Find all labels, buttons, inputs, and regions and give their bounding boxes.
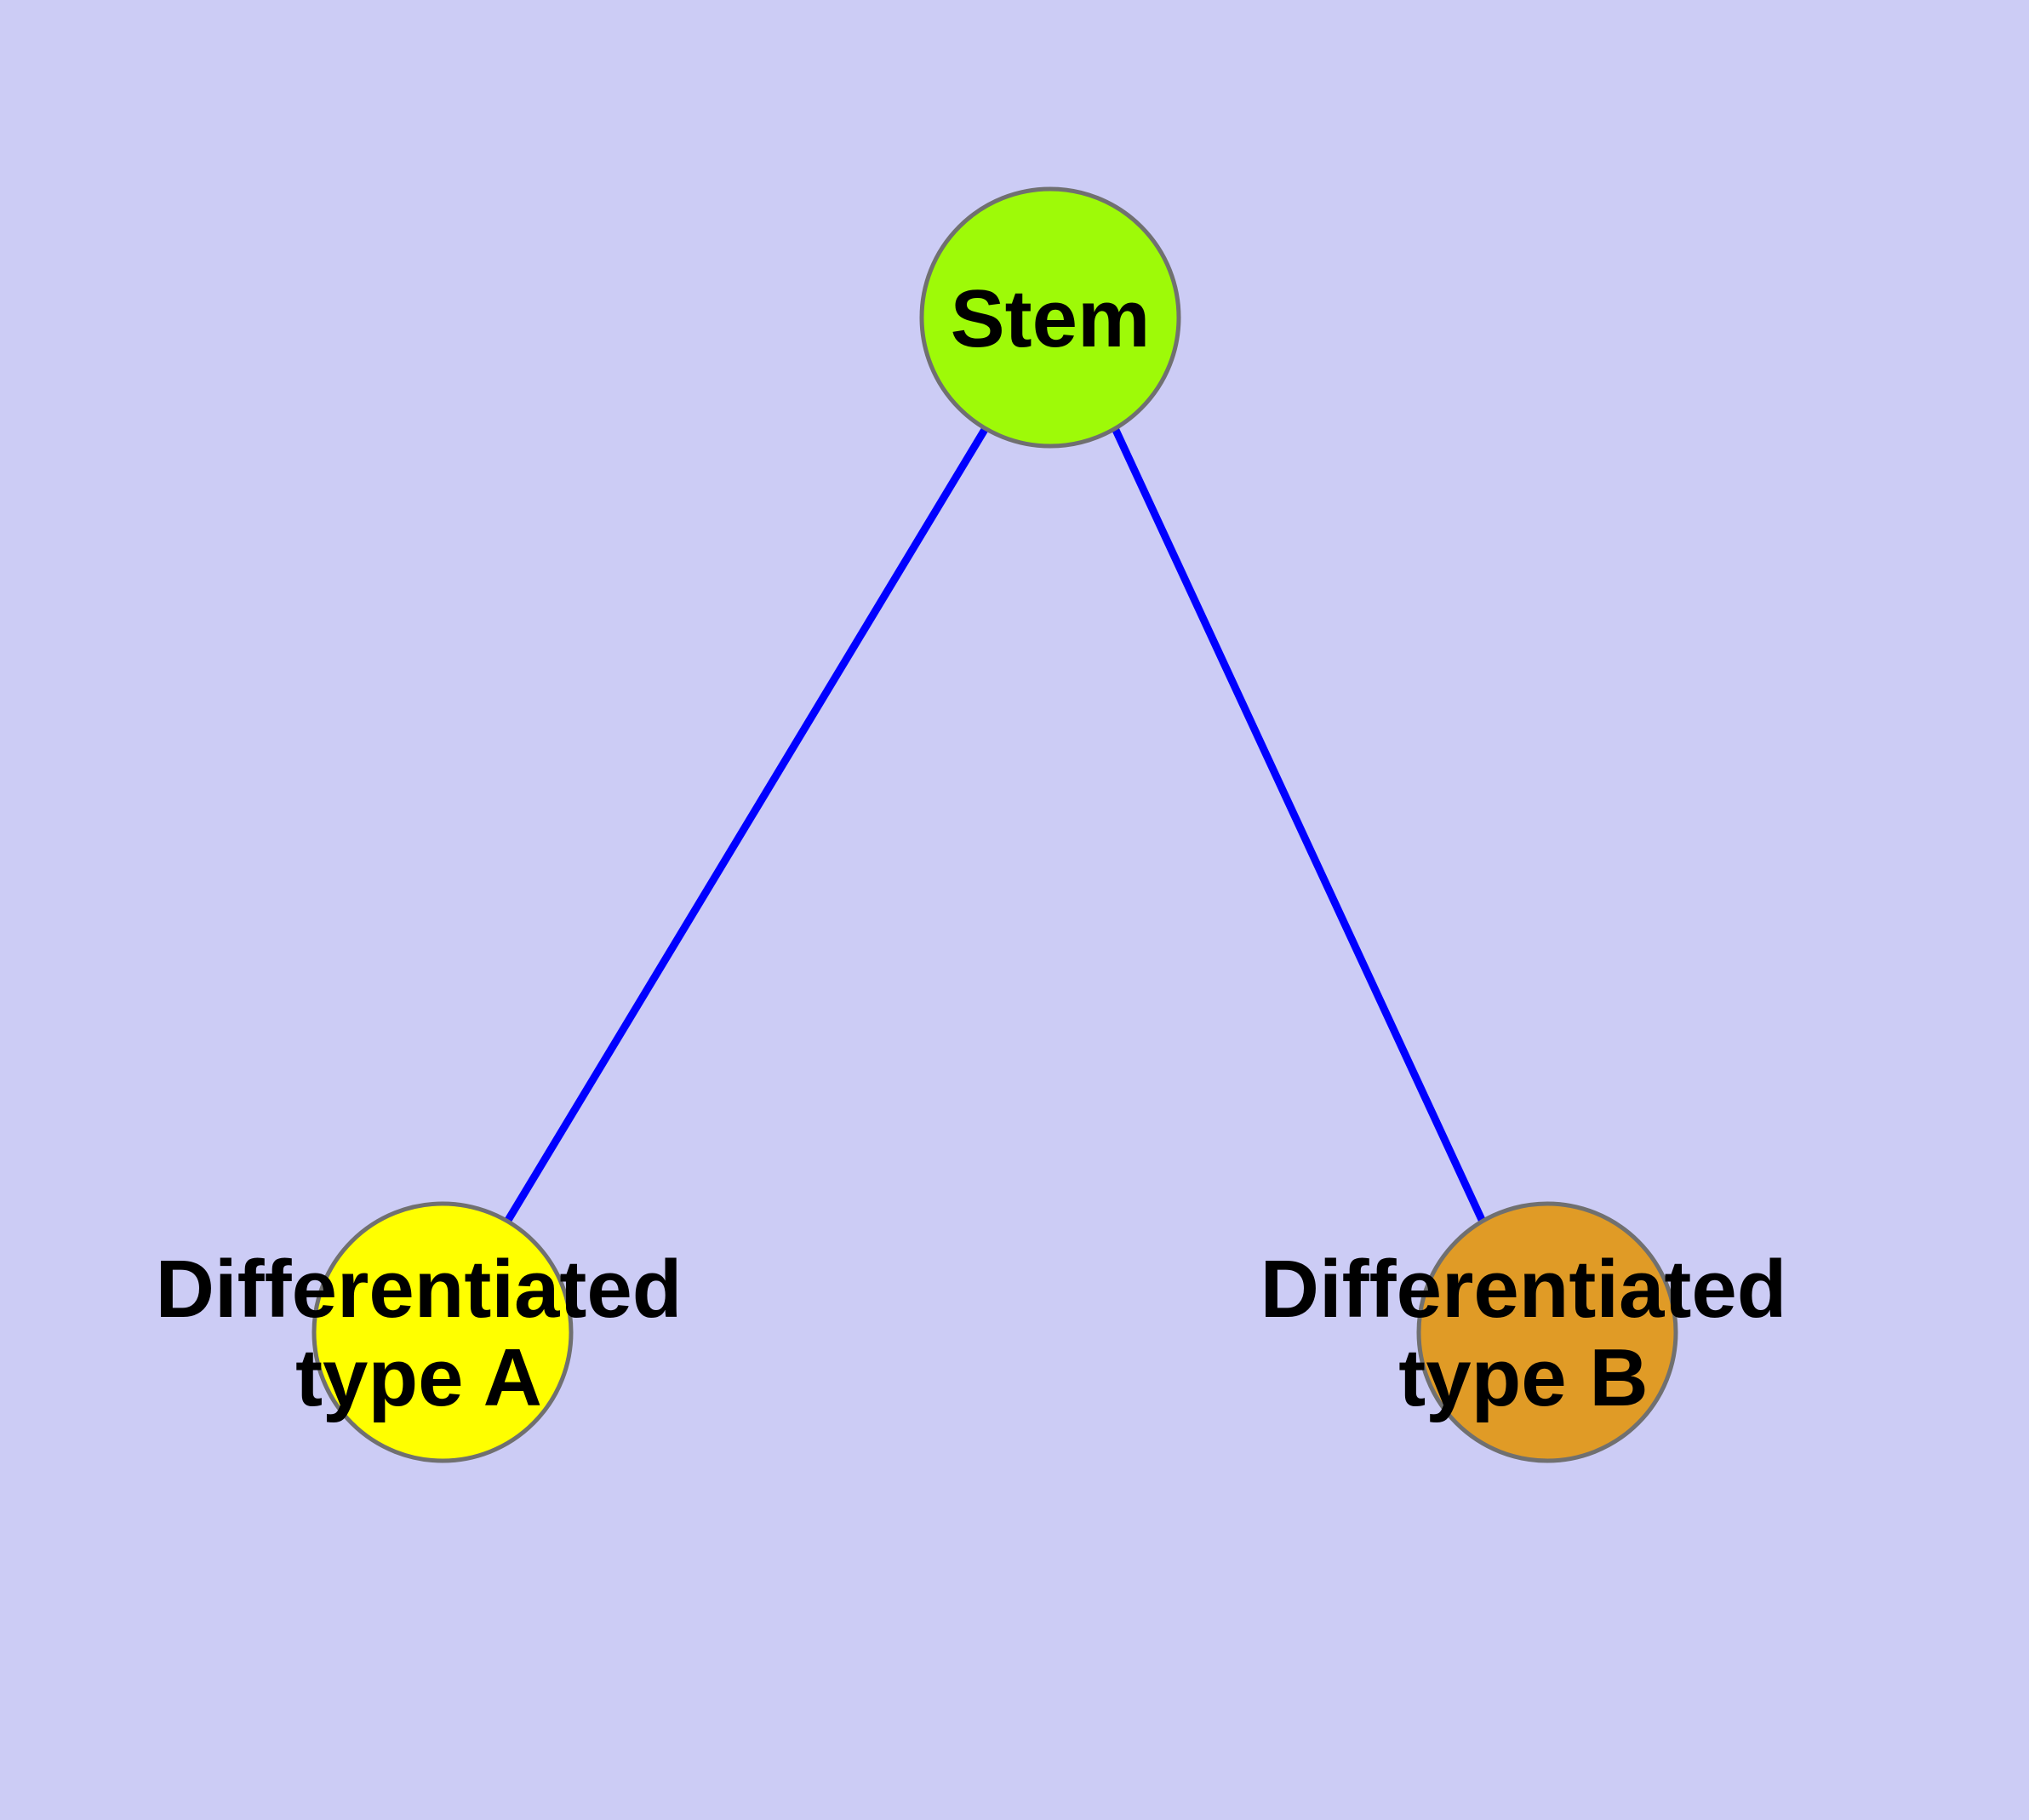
edge-stem-to-type-b[interactable] — [1111, 426, 1487, 1223]
node-circle-differentiated-type-a[interactable] — [311, 1201, 574, 1463]
node-label-stem-line-1: Stem — [951, 273, 1151, 364]
node-label-differentiated-type-b-line-2: type B — [1398, 1332, 1648, 1423]
node-label-differentiated-type-b-line-1: Differentiated — [1260, 1244, 1787, 1335]
edge-stem-to-type-a[interactable] — [504, 426, 989, 1224]
node-label-differentiated-type-a-line-1: Differentiated — [156, 1244, 683, 1335]
node-label-differentiated-type-a-line-2: type A — [295, 1332, 542, 1423]
node-circle-differentiated-type-b[interactable] — [1416, 1201, 1678, 1463]
node-circle-stem[interactable] — [919, 186, 1181, 449]
node-stem[interactable]: Stem — [919, 186, 1181, 449]
edges-layer — [504, 426, 1487, 1224]
